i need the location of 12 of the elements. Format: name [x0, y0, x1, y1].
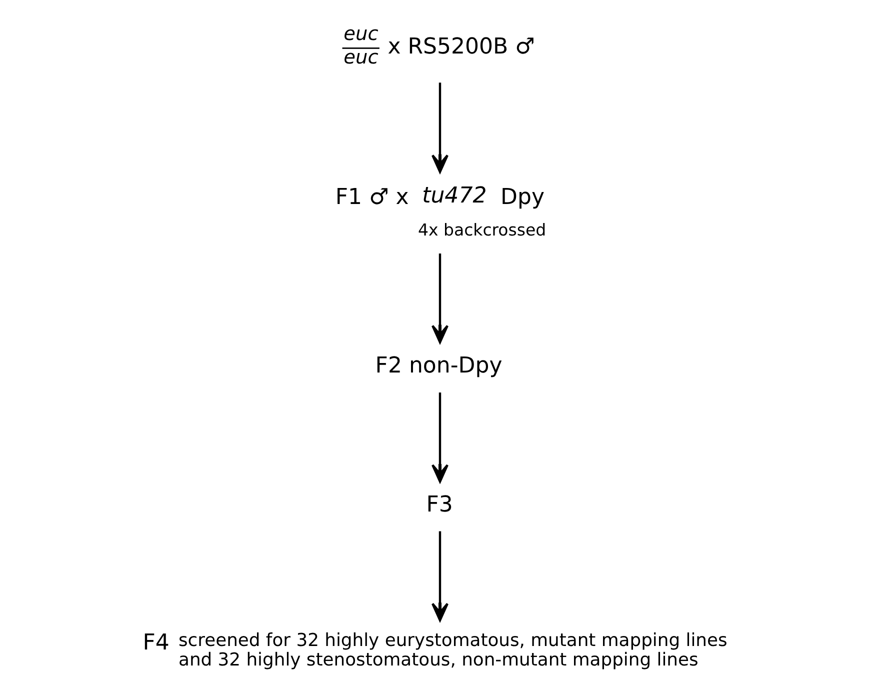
arrow — [431, 392, 449, 483]
node-label: euc — [344, 46, 378, 69]
node-label: x RS5200B ♂ — [388, 34, 535, 60]
arrow — [431, 254, 449, 344]
node-text: F4 screened for 32 highly eurystomatous, mutant mapping lines and 32 highly stenostomatous, non-mutant mapping lines — [142, 630, 728, 670]
node-label: 4x backcrossed — [418, 220, 546, 240]
node-text: F2 non-Dpy — [375, 354, 502, 379]
node-text: F3 — [426, 492, 453, 518]
arrow — [431, 531, 449, 622]
arrow — [431, 82, 449, 173]
node-text: F1 ♂ x tu472 Dpy — [335, 184, 545, 210]
node-label: euc — [344, 22, 378, 46]
